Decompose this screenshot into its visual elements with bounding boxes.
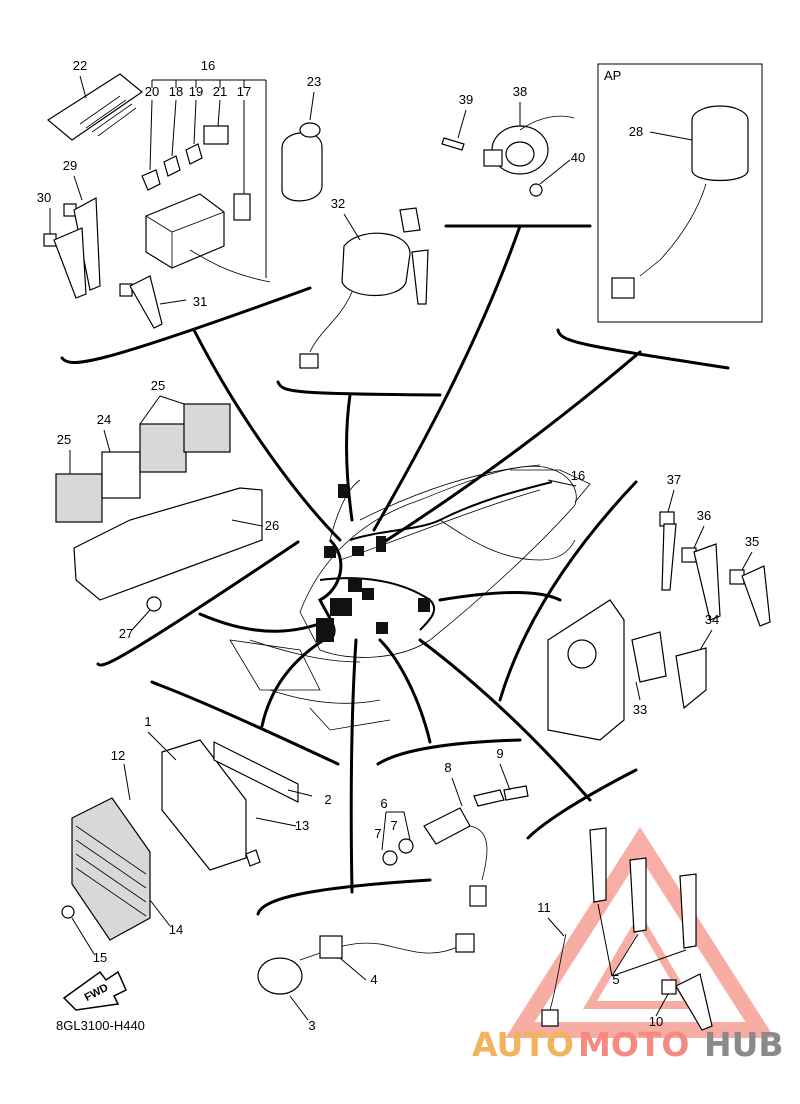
part-22-fuse-box-cover <box>46 73 143 141</box>
fwd-direction-arrow: FWD <box>62 970 127 1011</box>
group-divider-lines <box>60 224 730 916</box>
callout-20: 20 <box>145 84 159 99</box>
watermark-part3: HUB <box>704 1025 784 1064</box>
callout-32: 32 <box>331 196 345 211</box>
callout-1: 1 <box>144 714 151 729</box>
callout-7a: 7 <box>374 826 381 841</box>
part-1-12-14-regulator-ecu <box>61 739 299 941</box>
part-5-10-11-sensors <box>541 827 713 1031</box>
callout-39: 39 <box>459 92 473 107</box>
watermark-part1: AUTO <box>472 1025 574 1064</box>
callout-13: 13 <box>295 818 309 833</box>
ap-label: AP <box>604 68 621 83</box>
callout-7b: 7 <box>390 818 397 833</box>
callout-18: 18 <box>169 84 183 99</box>
watermark-logo-triangle <box>505 827 775 1038</box>
watermark-part2: MOTO <box>578 1025 689 1064</box>
diagram-reference-code: 8GL3100-H440 <box>56 1018 145 1033</box>
callout-22: 22 <box>73 58 87 73</box>
callout-25b: 25 <box>57 432 71 447</box>
callout-25a: 25 <box>151 378 165 393</box>
callout-30: 30 <box>37 190 51 205</box>
callout-16a: 16 <box>201 58 215 73</box>
callout-5: 5 <box>612 972 619 987</box>
part-23-horn <box>281 122 323 202</box>
callout-31: 31 <box>193 294 207 309</box>
callout-28: 28 <box>629 124 643 139</box>
part-28-accessory-socket <box>611 105 749 299</box>
part-38-39-40-sender <box>441 115 575 197</box>
callout-37: 37 <box>667 472 681 487</box>
part-3-4-pressure-sensor <box>257 933 475 995</box>
callout-19: 19 <box>189 84 203 99</box>
watercraft-hull-drawing <box>229 464 591 731</box>
callout-leader-lines <box>49 75 753 1021</box>
callout-26: 26 <box>265 518 279 533</box>
callout-12: 12 <box>111 748 125 763</box>
callout-14: 14 <box>169 922 183 937</box>
callout-40: 40 <box>571 150 585 165</box>
callout-15: 15 <box>93 950 107 965</box>
callout-11: 11 <box>537 900 551 915</box>
callout-36: 36 <box>697 508 711 523</box>
callout-8: 8 <box>444 760 451 775</box>
callout-4: 4 <box>370 972 377 987</box>
callout-27: 27 <box>119 626 133 641</box>
callout-6: 6 <box>380 796 387 811</box>
callout-9: 9 <box>496 746 503 761</box>
callout-35: 35 <box>745 534 759 549</box>
part-32-main-switch <box>299 207 429 369</box>
callout-33: 33 <box>633 702 647 717</box>
callout-24: 24 <box>97 412 111 427</box>
callout-10: 10 <box>649 1014 663 1029</box>
callout-34: 34 <box>705 612 719 627</box>
callout-29: 29 <box>63 158 77 173</box>
callout-38: 38 <box>513 84 527 99</box>
part-24-25-26-27-relays <box>55 403 263 612</box>
part-33-37-bracket-assembly <box>547 511 771 741</box>
callout-3: 3 <box>308 1018 315 1033</box>
part-6-7-8-9-speed-sensor <box>382 785 529 907</box>
callout-numbers: 1 2 3 4 5 6 7 7 8 9 10 11 12 13 14 15 16… <box>37 58 759 1033</box>
callout-2: 2 <box>324 792 331 807</box>
callout-16b: 16 <box>571 468 585 483</box>
watermark-logo-text: AUTO MOTO HUB <box>472 1025 784 1064</box>
callout-23: 23 <box>307 74 321 89</box>
part-16-fuse-box <box>141 125 271 283</box>
callout-21: 21 <box>213 84 227 99</box>
callout-17: 17 <box>237 84 251 99</box>
ap-optional-box <box>597 63 763 323</box>
part-29-30-31-cable-ties <box>43 197 163 329</box>
